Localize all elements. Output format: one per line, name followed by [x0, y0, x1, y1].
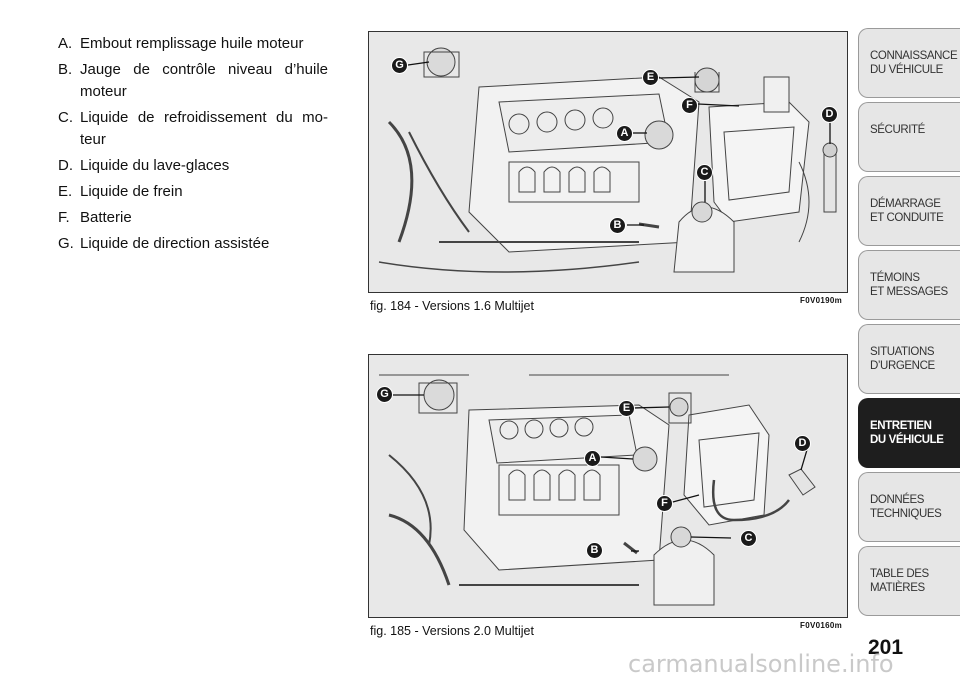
callout-marker: F [681, 97, 698, 114]
legend-item: G.Liquide de direction assistée [58, 235, 270, 252]
figure-caption: fig. 184 - Versions 1.6 Multijet [370, 299, 534, 313]
page-number: 201 [868, 636, 904, 659]
tab-securite[interactable]: SÉCURITÉ [858, 102, 960, 172]
callout-marker: B [586, 542, 603, 559]
engine-bay-drawing [369, 32, 847, 292]
engine-bay-drawing [369, 355, 847, 617]
legend-item: D.Liquide du lave-glaces [58, 157, 230, 174]
callout-marker: F [656, 495, 673, 512]
legend-item: C.Liquide de refroidissement du mo-teur [58, 109, 328, 148]
figure-185: G E D A F C B fig. 185 - Versions 2.0 Mu… [368, 354, 848, 640]
callout-marker: D [821, 106, 838, 123]
figure-184: G E F D A C B fig. 184 - Versions 1.6 Mu… [368, 31, 848, 315]
figure-caption: fig. 185 - Versions 2.0 Multijet [370, 624, 534, 638]
watermark: carmanualsonline.info [628, 650, 894, 677]
callout-marker: G [376, 386, 393, 403]
callout-marker: A [616, 125, 633, 142]
callout-marker: A [584, 450, 601, 467]
legend-item: F.Batterie [58, 209, 132, 226]
callout-marker: C [696, 164, 713, 181]
figure-code: F0V0160m [800, 621, 842, 630]
callout-marker: E [618, 400, 635, 417]
engine-illustration-2-0: G E D A F C B [368, 354, 848, 618]
engine-illustration-1-6: G E F D A C B [368, 31, 848, 293]
legend-item: E.Liquide de frein [58, 183, 183, 200]
figure-code: F0V0190m [800, 296, 842, 305]
legend-item: A.Embout remplissage huile moteur [58, 35, 304, 52]
callout-marker: E [642, 69, 659, 86]
callout-marker: G [391, 57, 408, 74]
component-legend: A.Embout remplissage huile moteur B.Jaug… [58, 33, 328, 259]
callout-marker: C [740, 530, 757, 547]
legend-item: B.Jauge de contrôle niveau d’huile moteu… [58, 61, 328, 100]
callout-marker: B [609, 217, 626, 234]
callout-marker: D [794, 435, 811, 452]
